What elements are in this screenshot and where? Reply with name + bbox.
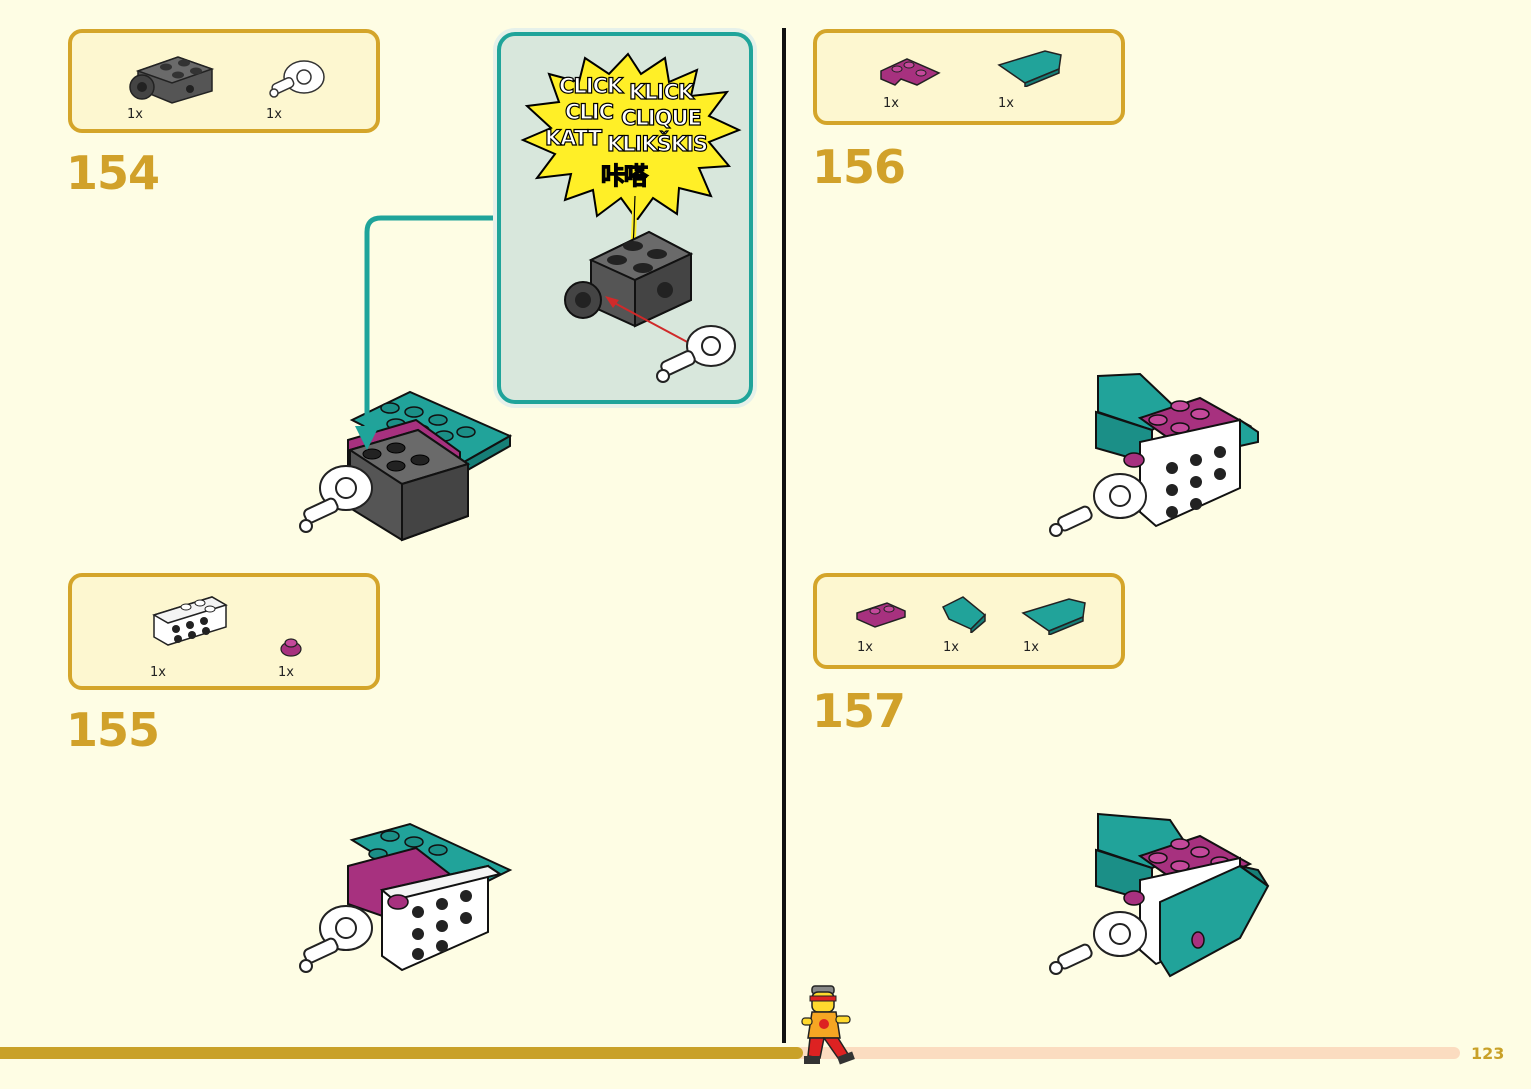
part-qty: 1x [150, 665, 166, 680]
sound-word: KLICK [629, 80, 693, 104]
part-qty: 1x [266, 107, 282, 122]
teal-wedge-plate-icon [1019, 595, 1089, 635]
part-qty: 1x [278, 665, 294, 680]
part-qty: 1x [857, 640, 873, 655]
sound-word: CLIQUE [621, 106, 701, 130]
parts-box-step-154: 1x 1x [68, 29, 380, 133]
parts-box-step-155: 1x 1x [68, 573, 380, 690]
step-157-model [1040, 810, 1280, 985]
white-bracket-plate-icon [150, 591, 230, 647]
step-number: 155 [66, 703, 159, 757]
magenta-plate-icon [853, 599, 909, 629]
page-divider [782, 28, 786, 1043]
sound-word: CLICK [559, 74, 622, 98]
page-number: 123 [1471, 1044, 1504, 1063]
teal-slope-icon [939, 593, 989, 633]
step-number: 154 [66, 146, 159, 200]
dark-gray-technic-brick-icon [128, 43, 218, 105]
callout-assembly-illustration [561, 196, 751, 396]
step-number: 157 [812, 684, 905, 738]
step-155-model [290, 820, 520, 985]
callout-box: CLICK KLICK CLIC CLIQUE KATT KLIKŠKIS 咔嗒 [497, 32, 753, 404]
parts-box-step-157: 1x 1x 1x [813, 573, 1125, 669]
part-qty: 1x [127, 107, 143, 122]
progress-bar-fill [0, 1047, 803, 1059]
step-156-model [1040, 372, 1270, 547]
minifigure-icon [800, 982, 858, 1070]
sound-word: KLIKŠKIS [607, 132, 707, 156]
callout-connector-arrow [355, 210, 505, 460]
sound-word: 咔嗒 [601, 156, 647, 191]
sound-word: CLIC [565, 100, 613, 124]
parts-box-step-156: 1x 1x [813, 29, 1125, 125]
part-qty: 1x [883, 96, 899, 111]
part-qty: 1x [998, 96, 1014, 111]
step-number: 156 [812, 140, 905, 194]
part-qty: 1x [943, 640, 959, 655]
white-ball-joint-icon [264, 55, 334, 105]
part-qty: 1x [1023, 640, 1039, 655]
magenta-round-plate-icon [278, 635, 304, 659]
magenta-corner-plate-icon [877, 51, 943, 91]
sound-word: KATT [545, 126, 601, 150]
teal-wedge-plate-icon [995, 47, 1065, 87]
